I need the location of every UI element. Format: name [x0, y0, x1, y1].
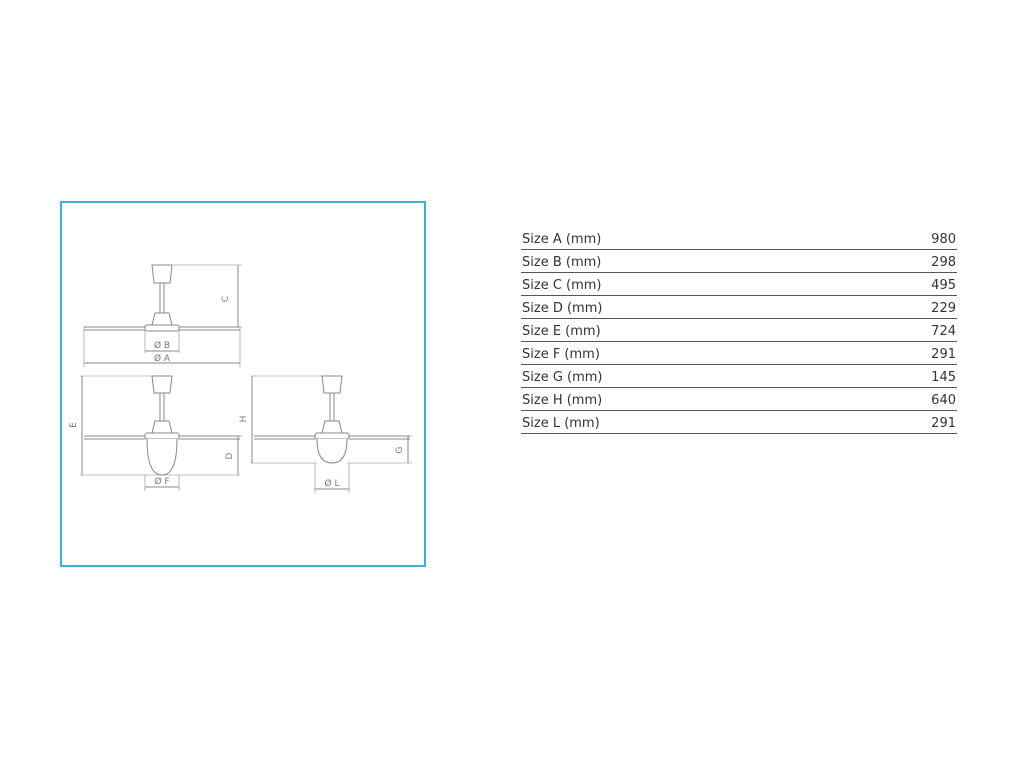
size-value: 291 — [850, 410, 957, 434]
label-a: Ø A — [154, 353, 171, 364]
table-row: Size L (mm) 291 — [521, 410, 957, 434]
size-value: 724 — [850, 318, 957, 342]
size-spec-table: Size A (mm) 980 Size B (mm) 298 Size C (… — [521, 227, 957, 434]
fan-dimension-diagram: C Ø B Ø A E D Ø F H G Ø L — [60, 201, 426, 567]
diagram-svg: C Ø B Ø A E D Ø F H G Ø L — [69, 264, 412, 493]
table-row: Size A (mm) 980 — [521, 227, 957, 250]
size-label: Size G (mm) — [521, 364, 850, 388]
table-row: Size F (mm) 291 — [521, 341, 957, 365]
label-d: D — [225, 452, 235, 459]
size-label: Size A (mm) — [521, 227, 850, 250]
size-label: Size D (mm) — [521, 295, 850, 319]
table-row: Size D (mm) 229 — [521, 295, 957, 319]
size-label: Size H (mm) — [521, 387, 850, 411]
size-value: 145 — [850, 364, 957, 388]
label-b: Ø B — [154, 340, 170, 351]
size-label: Size C (mm) — [521, 272, 850, 296]
size-value: 980 — [850, 227, 957, 250]
table-row: Size C (mm) 495 — [521, 272, 957, 296]
label-h: H — [239, 416, 249, 423]
size-label: Size E (mm) — [521, 318, 850, 342]
fan-bottom-left — [80, 375, 242, 491]
label-c: C — [221, 296, 231, 302]
fan-top — [83, 264, 242, 367]
table-row: Size B (mm) 298 — [521, 249, 957, 273]
size-value: 298 — [850, 249, 957, 273]
size-value: 229 — [850, 295, 957, 319]
size-label: Size L (mm) — [521, 410, 850, 434]
size-label: Size F (mm) — [521, 341, 850, 365]
label-f: Ø F — [154, 476, 169, 487]
label-e: E — [69, 422, 79, 428]
label-l: Ø L — [325, 478, 340, 489]
size-value: 495 — [850, 272, 957, 296]
label-g: G — [395, 446, 405, 453]
table-row: Size H (mm) 640 — [521, 387, 957, 411]
size-label: Size B (mm) — [521, 249, 850, 273]
table-row: Size G (mm) 145 — [521, 364, 957, 388]
table-row: Size E (mm) 724 — [521, 318, 957, 342]
size-value: 640 — [850, 387, 957, 411]
size-value: 291 — [850, 341, 957, 365]
fan-bottom-right — [250, 375, 412, 493]
